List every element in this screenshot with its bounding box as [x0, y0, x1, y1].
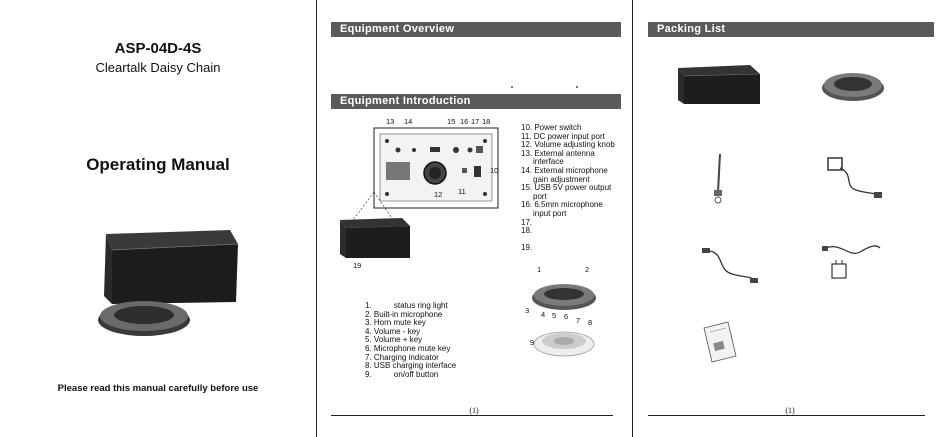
panel-number: 12	[434, 190, 443, 199]
packing-box-speaker	[678, 65, 761, 104]
list-item: 13. External antenna	[521, 148, 595, 158]
panel-number: 16	[460, 117, 469, 126]
cover-notice: Please read this manual carefully before…	[57, 383, 259, 394]
mic-number: 5	[552, 311, 557, 320]
list-item: 9. on/off button	[365, 369, 439, 379]
packing-power-cable	[827, 157, 882, 198]
box-label: 19	[353, 261, 362, 270]
footer-line	[648, 415, 925, 416]
panel-number: 14	[404, 117, 413, 126]
list-item: 17.	[521, 217, 533, 227]
list-item: 14. External microphone	[521, 165, 608, 175]
panel-number: 15	[447, 117, 456, 126]
mic-number: 4	[541, 310, 546, 319]
list-item: 3. Horn mute key	[365, 318, 426, 328]
list-item: 16. 6.5mm microphone	[521, 200, 603, 210]
list-item: 4. Volume - key	[365, 326, 421, 336]
box-speaker-image	[340, 218, 410, 258]
list-item: 1. status ring light	[365, 301, 448, 310]
overview-heading: Equipment Overview	[331, 22, 621, 37]
list-item	[521, 236, 615, 245]
list-item: 18.	[521, 226, 533, 236]
list-item: input port	[533, 208, 567, 218]
microphone-list: 1. status ring light 2. Built-in microph…	[365, 301, 457, 379]
list-item: 5. Volume + key	[365, 335, 423, 345]
mic-number: 1	[537, 265, 542, 274]
cover-subtitle: Cleartalk Daisy Chain	[95, 60, 221, 75]
panel-number: 13	[386, 117, 395, 126]
footer-line	[331, 415, 613, 416]
page-divider	[316, 0, 317, 437]
panel-number: 18	[482, 117, 491, 126]
overview-mark	[511, 86, 513, 88]
list-item: 12. Volume adjusting knob	[521, 140, 615, 150]
list-item: 8. USB charging interface	[365, 361, 457, 371]
cover-title: Operating Manual	[86, 155, 230, 174]
list-item: 11. DC power input port	[521, 131, 605, 141]
mic-number: 7	[576, 316, 581, 325]
introduction-heading: Equipment Introduction	[331, 94, 621, 109]
list-item: 19.	[521, 243, 533, 253]
packing-heading: Packing List	[648, 22, 934, 37]
mic-number: 3	[525, 306, 530, 315]
packing-manual	[703, 321, 737, 363]
panel-number: 10	[490, 166, 499, 175]
list-item: 15. USB 5V power output	[521, 183, 612, 193]
packing-antenna	[714, 153, 722, 204]
page-number: (1)	[469, 406, 479, 415]
overview-mark	[576, 86, 578, 88]
list-item: 6. Microphone mute key	[365, 343, 451, 353]
puck-microphone-diagram	[532, 284, 596, 357]
rear-panel-list: 10. Power switch 11. DC power input port…	[521, 123, 615, 253]
mic-number: 6	[564, 312, 569, 321]
cover-product-image	[98, 230, 239, 336]
panel-number: 17	[471, 117, 480, 126]
list-item: gain adjustment	[533, 174, 590, 184]
list-item: 7. Charging indicator	[365, 352, 439, 362]
list-item: port	[533, 191, 547, 201]
mic-number: 9	[530, 338, 535, 347]
list-item: 2. Built-in microphone	[365, 309, 443, 319]
packing-usb-cable	[702, 248, 758, 283]
mic-number: 2	[585, 265, 590, 274]
rear-panel-diagram	[373, 127, 499, 209]
packing-microphone	[822, 73, 884, 101]
mic-number: 8	[588, 318, 593, 327]
packing-charger	[822, 245, 881, 279]
list-item: interface	[533, 157, 564, 167]
cover-model: ASP-04D-4S	[114, 40, 202, 57]
page-divider	[632, 0, 633, 437]
list-item: 10. Power switch	[521, 123, 582, 132]
page-number: (1)	[785, 406, 795, 415]
panel-number: 11	[458, 187, 466, 196]
